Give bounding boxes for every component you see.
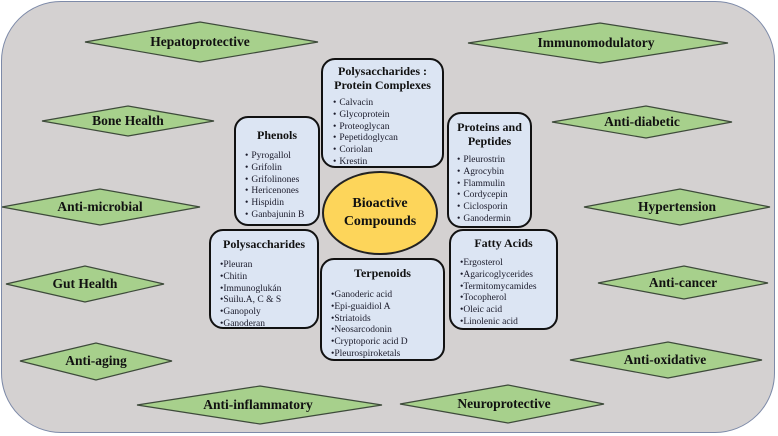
box-title: Phenols [256,128,297,142]
list-item: Striatoids [331,314,443,326]
list-item: Ciclosporin [457,202,530,214]
label-hypertension: Hypertension [638,199,716,214]
box-polysaccharides: Polysaccharides Pleuran Chitin Immunoglu… [209,229,319,329]
label-anti-inflammatory: Anti-inflammatory [203,397,313,412]
item-list: Ganoderic acid Epi-guaidiol A Striatoids… [322,290,443,361]
box-title: Polysaccharides [223,237,305,251]
label-bone-health: Bone Health [92,113,164,128]
label-anti-aging: Anti-aging [65,353,127,368]
item-list: Calvacin Glycoprotein Proteoglycan Pepet… [323,98,442,169]
diamond-gut-health [5,265,165,303]
list-item: Ganoderic acid [331,290,443,302]
list-item: Oleic acid [460,305,556,317]
box-terpenoids: Terpenoids Ganoderic acid Epi-guaidiol A… [320,258,445,361]
box-phenols: Phenols Pyrogallol Grifolin Grifolinones… [234,116,320,226]
box-title: Polysaccharides : Protein Complexes [323,64,442,92]
title-line-2: Peptides [467,134,512,148]
title-line-1: Polysaccharides : [338,64,427,78]
label-anti-cancer: Anti-cancer [649,275,717,290]
item-list: Pyrogallol Grifolin Grifolinones Hericen… [236,151,318,222]
list-item: Immunoglukán [220,284,317,296]
list-item: Krestin [333,157,442,169]
label-anti-oxidative: Anti-oxidative [624,352,707,367]
center-label-line-2: Compounds [343,214,417,229]
list-item: Ganopoly [220,307,317,319]
diamond-anti-oxidative [569,341,763,379]
diamond-anti-microbial [1,188,201,226]
list-item: Agaricoglycerides [460,270,556,282]
box-fatty-acids: Fatty Acids Ergosterol Agaricoglycerides… [449,229,558,330]
diamond-anti-cancer [597,265,769,300]
list-item: Pleuran [220,260,317,272]
box-polysaccharide-protein-complexes: Polysaccharides : Protein Complexes Calv… [321,58,444,168]
center-label-line-1: Bioactive [352,196,408,211]
label-neuroprotective: Neuroprotective [457,396,550,411]
list-item: Cordycepin [457,190,530,202]
list-item: Grifolinones [245,175,318,187]
list-item: Ganoderan [220,319,317,331]
list-item: Tocopherol [460,293,556,305]
list-item: Linolenic acid [460,317,556,329]
list-item: Calvacin [333,98,442,110]
bioactive-compounds-center: Bioactive Compounds [322,171,438,255]
list-item: Pyrogallol [245,151,318,163]
list-item: Pepetidoglycan [333,133,442,145]
diamond-neuroprotective [399,384,605,424]
list-item: Suilu.A, C & S [220,295,317,307]
list-item: Neosarcodonin [331,325,443,337]
label-hepatoprotective: Hepatoprotective [150,34,249,49]
list-item: Epi-guaidiol A [331,302,443,314]
list-item: Cryptoporic acid D [331,337,443,349]
list-item: Chitin [220,272,317,284]
list-item: Glycoprotein [333,110,442,122]
diamond-anti-diabetic [551,105,733,139]
label-anti-diabetic: Anti-diabetic [604,114,680,129]
list-item: Pleurostrin [457,155,530,167]
box-proteins-peptides: Proteins and Peptides Pleurostrin Agrocy… [447,112,532,228]
title-line-2: Protein Complexes [334,78,431,92]
diamond-hypertension [583,188,771,226]
item-list: Ergosterol Agaricoglycerides Termitomyca… [451,258,556,329]
list-item: Proteoglycan [333,122,442,134]
list-item: Hericenones [245,186,318,198]
diamond-immunomodulatory [467,22,729,64]
box-title: Fatty Acids [474,236,533,250]
title-line-1: Proteins and [457,120,522,134]
item-list: Pleurostrin Agrocybin Flammulin Cordycep… [449,155,530,226]
label-gut-health: Gut Health [53,276,118,291]
label-immunomodulatory: Immunomodulatory [537,35,654,50]
list-item: Agrocybin [457,167,530,179]
list-item: Flammulin [457,179,530,191]
list-item: Ganodermin [457,214,530,226]
diamond-bone-health [41,105,215,137]
item-list: Pleuran Chitin Immunoglukán Suilu.A, C &… [211,260,317,331]
list-item: Termitomycamides [460,282,556,294]
diamond-anti-inflammatory [136,385,383,425]
diamond-hepatoprotective [84,21,319,63]
label-anti-microbial: Anti-microbial [57,199,142,214]
list-item: Coriolan [333,145,442,157]
box-title: Terpenoids [354,266,411,280]
list-item: Ergosterol [460,258,556,270]
list-item: Hispidin [245,198,318,210]
list-item: Pleurospiroketals [331,349,443,361]
box-title: Proteins and Peptides [449,120,530,148]
diamond-anti-aging [19,342,173,381]
list-item: Ganbajunin B [245,210,318,222]
list-item: Grifolin [245,163,318,175]
